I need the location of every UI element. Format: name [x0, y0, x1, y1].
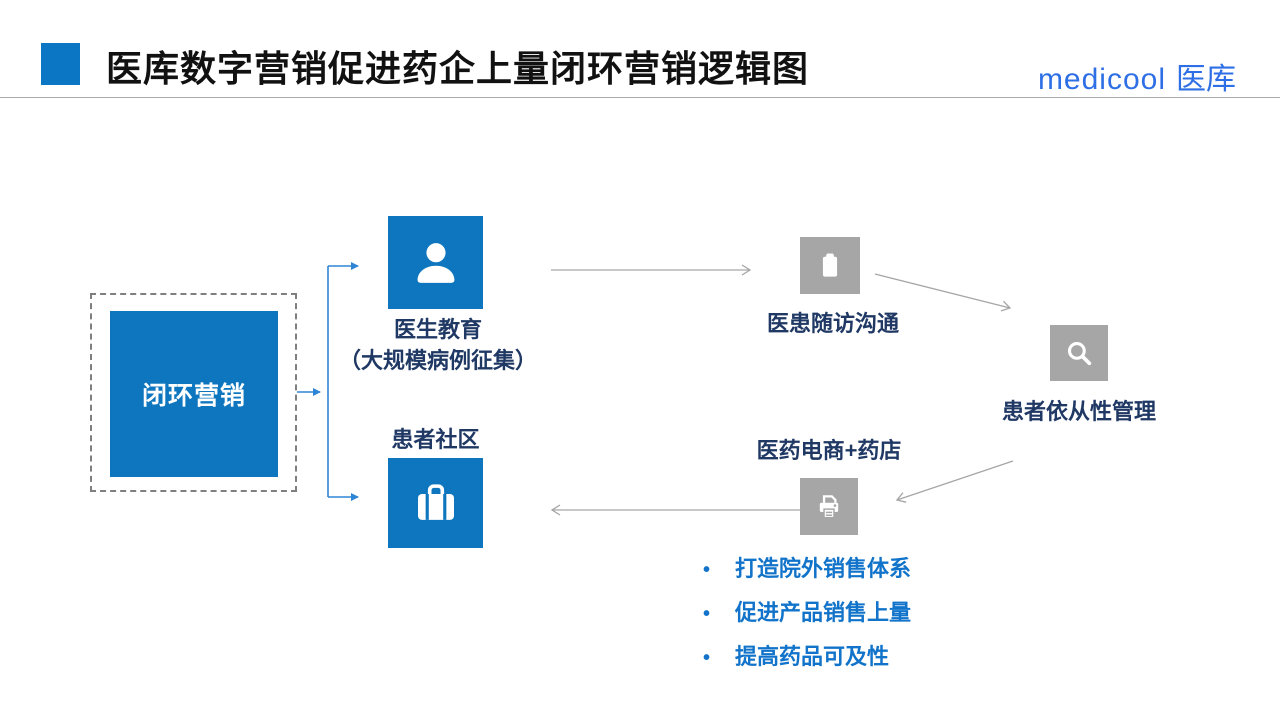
patient-community-label: 患者社区	[391, 427, 480, 452]
patient-community-node	[388, 458, 483, 548]
closed-loop-label: 闭环营销	[141, 382, 246, 410]
clipboard-icon	[813, 249, 847, 283]
page-title: 医库数字营销促进药企上量闭环营销逻辑图	[106, 48, 810, 89]
closed-loop-node: 闭环营销	[110, 311, 278, 477]
medicool-logo: medicool 医库	[1038, 54, 1236, 98]
list-item: • 促进产品销售上量	[703, 595, 911, 639]
benefit-text: 提高药品可及性	[735, 644, 890, 669]
followup-label: 医患随访沟通	[766, 311, 899, 336]
bullet-dot: •	[703, 559, 711, 581]
compliance-node	[1050, 325, 1108, 381]
logo-wordmark: medicool	[1037, 63, 1166, 96]
list-item: • 提高药品可及性	[703, 639, 911, 683]
logo-cjk: 医库	[1176, 63, 1236, 96]
printer-icon	[812, 490, 846, 524]
doctor-education-node	[388, 216, 483, 309]
benefit-text: 促进产品销售上量	[735, 600, 912, 625]
bullet-dot: •	[703, 603, 711, 625]
benefit-text: 打造院外销售体系	[735, 556, 912, 581]
doctor-education-title: 医生教育	[393, 317, 482, 342]
briefcase-icon	[409, 476, 463, 530]
title-accent-square	[41, 43, 80, 85]
doctor-education-label: 医生教育 （大规模病例征集）	[318, 314, 558, 376]
person-icon	[408, 235, 464, 291]
closed-loop-frame	[90, 293, 297, 492]
bullet-dot: •	[703, 647, 711, 669]
followup-node	[800, 237, 860, 294]
compliance-label: 患者依从性管理	[1001, 399, 1156, 424]
header-divider	[0, 97, 1280, 98]
list-item: • 打造院外销售体系	[703, 551, 911, 595]
benefit-list: • 打造院外销售体系 • 促进产品销售上量 • 提高药品可及性	[703, 551, 911, 683]
search-icon	[1062, 336, 1096, 370]
pharmacy-label: 医药电商+药店	[756, 438, 902, 463]
pharmacy-node	[800, 478, 858, 535]
doctor-education-subtitle: （大规模病例征集）	[338, 348, 537, 373]
